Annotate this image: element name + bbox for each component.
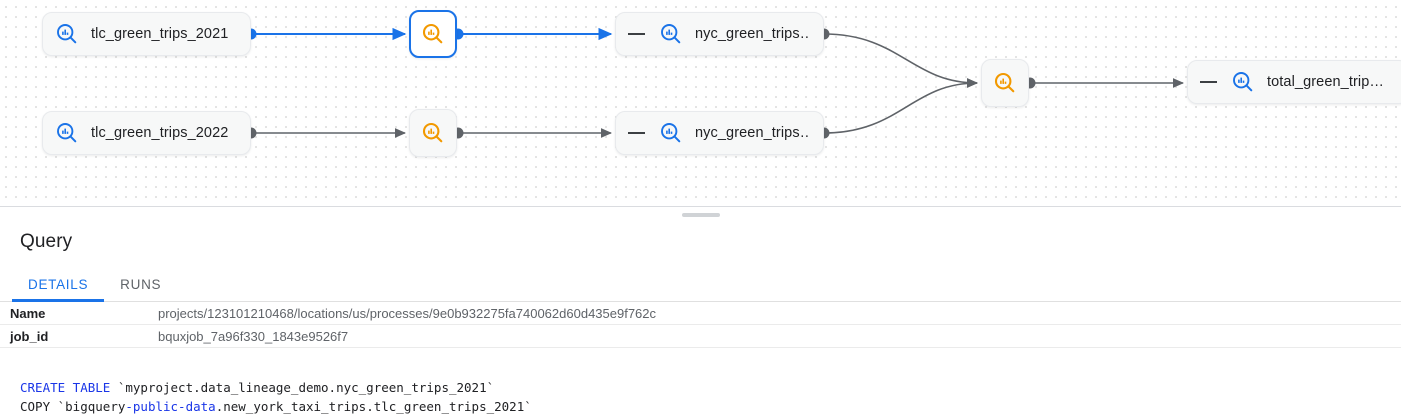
sql-line2-pre: `bigquery	[50, 399, 126, 414]
graph-node-process-union[interactable]	[981, 59, 1029, 107]
graph-node-process-2022[interactable]	[409, 109, 457, 157]
detail-value: projects/123101210468/locations/us/proce…	[158, 305, 657, 321]
edge-nyc2021-to-process-union	[818, 28, 979, 88]
query-detail-panel: Query DETAILS RUNS Name projects/1231012…	[0, 219, 1401, 417]
resize-handle-icon[interactable]	[681, 213, 720, 217]
sql-line2-highlight: -public-data	[125, 399, 216, 414]
graph-node-process-2021[interactable]	[409, 10, 457, 58]
sql-code-block[interactable]: CREATE TABLE `myproject.data_lineage_dem…	[0, 378, 1401, 416]
edge-tlc2021-to-process2021	[245, 27, 407, 41]
edge-nyc2022-to-process-union	[818, 78, 979, 139]
collapse-icon[interactable]	[628, 33, 645, 35]
sql-line2-rest: .new_york_taxi_trips.tlc_green_trips_202…	[215, 399, 532, 414]
sql-keyword-copy: COPY	[20, 399, 51, 414]
tab-details[interactable]: DETAILS	[12, 267, 105, 302]
edge-process-union-to-total	[1024, 77, 1185, 89]
graph-node-label: nyc_green_trips…	[695, 26, 809, 42]
panel-tabs: DETAILS RUNS	[0, 267, 1401, 302]
edge-process2021-to-nyc2021	[452, 27, 613, 41]
lineage-graph-canvas[interactable]: tlc_green_trips_2021 tlc_green_trips_202…	[0, 0, 1401, 206]
graph-node-label: total_green_trip…	[1267, 74, 1384, 90]
graph-node-label: tlc_green_trips_2022	[91, 125, 229, 141]
detail-key: job_id	[10, 328, 49, 344]
edge-tlc2022-to-process2022	[245, 127, 407, 139]
bigquery-table-icon	[57, 24, 77, 44]
detail-key: Name	[10, 305, 46, 321]
sql-line1-rest: `myproject.data_lineage_demo.nyc_green_t…	[110, 380, 495, 395]
bigquery-table-icon	[1233, 72, 1253, 92]
graph-node-label: nyc_green_trips…	[695, 125, 809, 141]
sql-keyword-create-table: CREATE TABLE	[20, 380, 111, 395]
graph-node-tlc-green-trips-2021[interactable]: tlc_green_trips_2021	[42, 12, 251, 56]
bigquery-table-icon	[661, 24, 681, 44]
table-row: Name projects/123101210468/locations/us/…	[0, 302, 1401, 325]
graph-node-tlc-green-trips-2022[interactable]: tlc_green_trips_2022	[42, 111, 251, 155]
graph-node-total-green-trips[interactable]: total_green_trip…	[1187, 60, 1401, 104]
graph-node-label: tlc_green_trips_2021	[91, 26, 229, 42]
bigquery-table-icon	[57, 123, 77, 143]
table-row: job_id bquxjob_7a96f330_1843e9526f7	[0, 325, 1401, 348]
details-table: Name projects/123101210468/locations/us/…	[0, 302, 1401, 348]
bigquery-process-icon	[994, 72, 1015, 93]
graph-node-nyc-green-trips-2021[interactable]: nyc_green_trips…	[615, 12, 824, 56]
bigquery-table-icon	[661, 123, 681, 143]
tab-runs[interactable]: RUNS	[120, 276, 162, 292]
detail-value: bquxjob_7a96f330_1843e9526f7	[158, 328, 349, 344]
panel-splitter[interactable]	[0, 206, 1401, 219]
panel-title: Query	[20, 231, 73, 252]
bigquery-process-icon	[422, 23, 443, 44]
collapse-icon[interactable]	[628, 132, 645, 134]
bigquery-process-icon	[422, 122, 443, 143]
collapse-icon[interactable]	[1200, 81, 1217, 83]
graph-node-nyc-green-trips-2022[interactable]: nyc_green_trips…	[615, 111, 824, 155]
edge-process2022-to-nyc2022	[452, 127, 613, 139]
